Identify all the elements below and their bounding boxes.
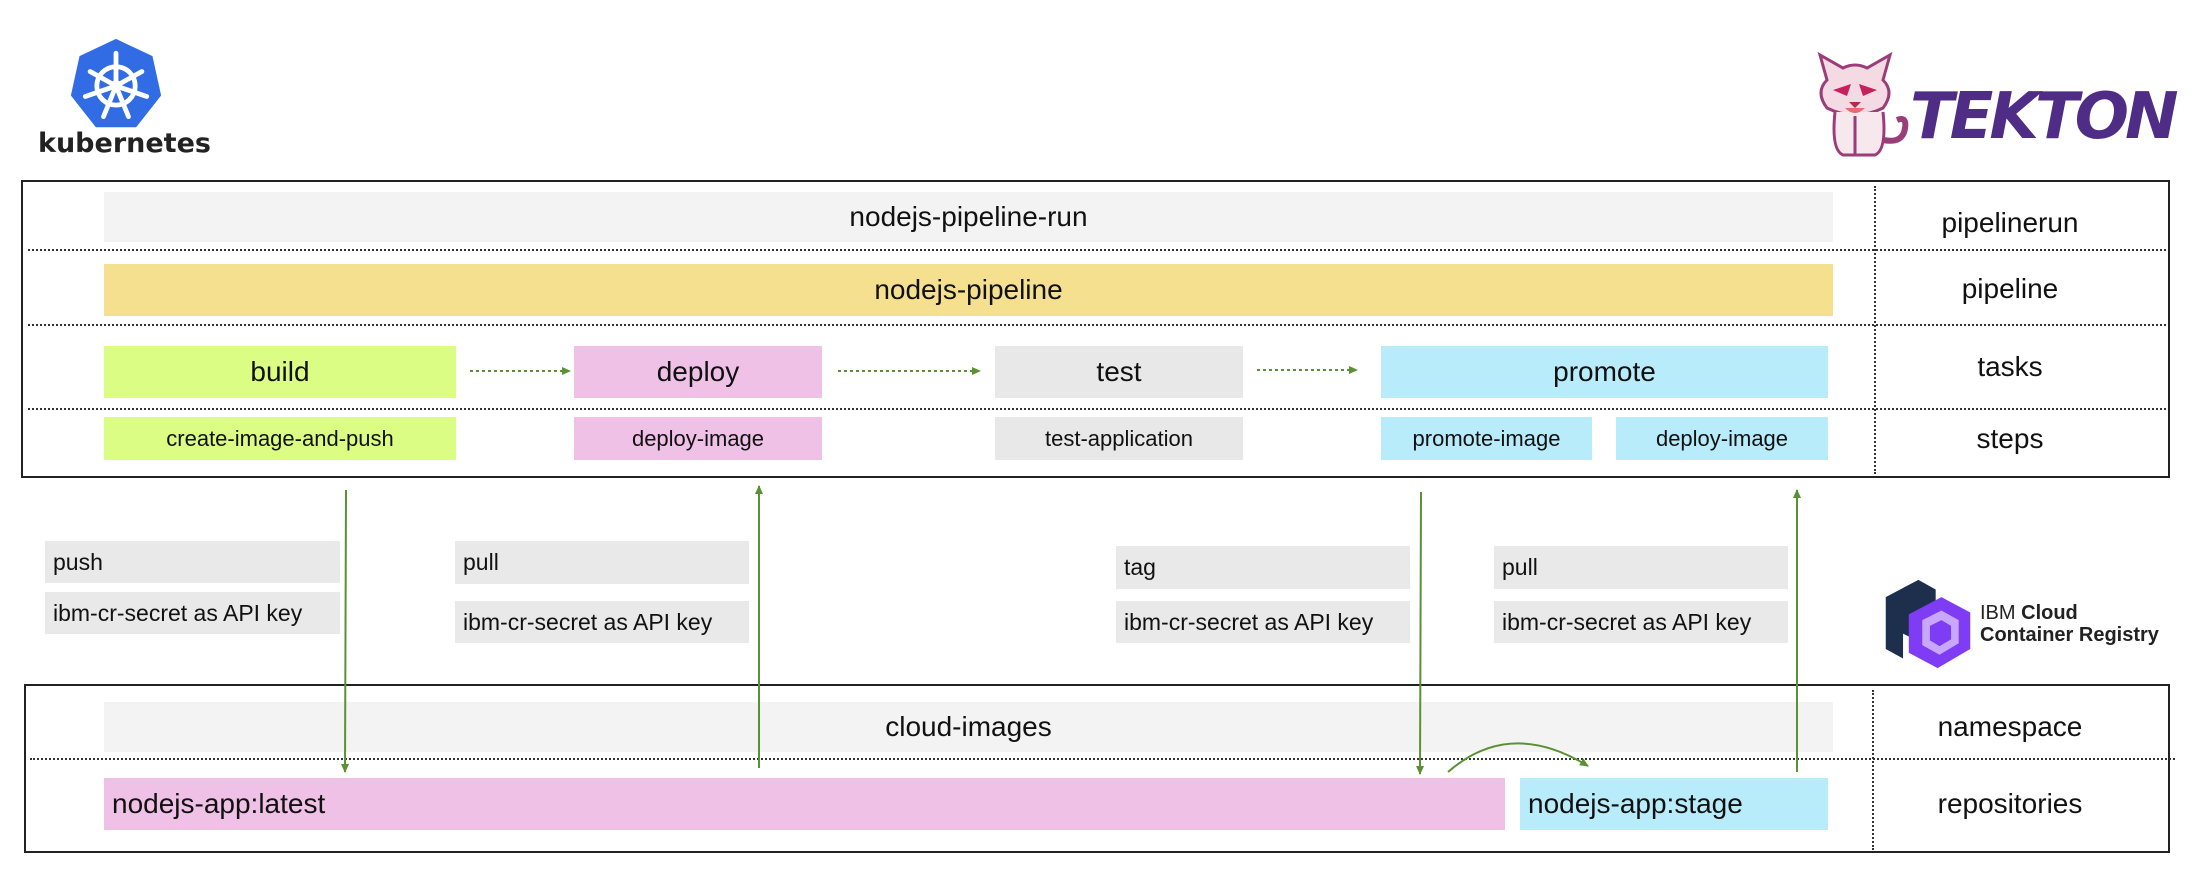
auth-action-pull: pull	[1494, 546, 1788, 589]
task-deploy[interactable]: deploy	[574, 346, 822, 398]
ibm-text: IBM	[1980, 602, 2016, 624]
ibm-cloud-container-registry-logo: IBM Cloud Container Registry	[1880, 576, 2180, 676]
container-registry-label: Container Registry	[1980, 624, 2159, 646]
pipelinerun-bar[interactable]: nodejs-pipeline-run	[104, 192, 1833, 242]
task-test[interactable]: test	[995, 346, 1243, 398]
namespace-bar[interactable]: cloud-images	[104, 702, 1833, 752]
cloud-text: Cloud	[2021, 602, 2078, 624]
repo-nodejs-app-stage[interactable]: nodejs-app:stage	[1520, 778, 1828, 830]
step-deploy-image[interactable]: deploy-image	[574, 417, 822, 460]
row-label-steps: steps	[1976, 423, 2044, 454]
row-label-pipeline: pipeline	[1961, 273, 2059, 304]
tekton-wordmark: TEKTON	[1910, 80, 2179, 154]
row-label-pipelinerun: pipelinerun	[1941, 207, 2079, 238]
promote-curve-arrow	[1447, 742, 1589, 773]
auth-secret: ibm-cr-secret as API key	[1494, 601, 1788, 643]
container-registry-icon	[1885, 579, 1971, 669]
auth-action-tag: tag	[1116, 546, 1410, 589]
divider	[28, 249, 2166, 251]
step-create-image-and-push[interactable]: create-image-and-push	[104, 417, 456, 460]
registry-frame	[24, 684, 2170, 853]
label-column-divider	[1874, 186, 1876, 474]
kubernetes-wordmark: kubernetes	[38, 128, 211, 159]
pipeline-bar[interactable]: nodejs-pipeline	[104, 264, 1833, 316]
task-promote[interactable]: promote	[1381, 346, 1828, 398]
kubernetes-helm-icon	[70, 38, 162, 128]
kubernetes-logo: kubernetes	[30, 36, 211, 161]
row-label-namespace: namespace	[1937, 711, 2083, 742]
divider	[28, 408, 2166, 410]
auth-secret: ibm-cr-secret as API key	[45, 592, 340, 634]
tekton-frame	[21, 180, 2170, 478]
auth-action-pull: pull	[455, 541, 749, 584]
tag-arrow	[1416, 491, 1425, 775]
row-label-tasks: tasks	[1977, 351, 2043, 382]
label-column-divider	[1872, 690, 1874, 850]
step-promote-image[interactable]: promote-image	[1381, 417, 1592, 460]
auth-secret: ibm-cr-secret as API key	[1116, 601, 1410, 643]
task-build[interactable]: build	[104, 346, 456, 398]
push-arrow	[341, 489, 350, 773]
divider	[30, 758, 2175, 760]
tekton-cat-icon	[1817, 51, 1909, 157]
repo-nodejs-app-latest[interactable]: nodejs-app:latest	[104, 778, 1505, 830]
divider	[28, 324, 2166, 326]
tekton-logo: TEKTON	[1805, 50, 2179, 165]
auth-secret: ibm-cr-secret as API key	[455, 601, 749, 643]
row-label-repositories: repositories	[1937, 788, 2083, 819]
auth-action-push: push	[45, 541, 340, 583]
ibm-cloud-label: IBM Cloud	[1980, 602, 2078, 625]
step-deploy-image-stage[interactable]: deploy-image	[1616, 417, 1828, 460]
step-test-application[interactable]: test-application	[995, 417, 1243, 460]
